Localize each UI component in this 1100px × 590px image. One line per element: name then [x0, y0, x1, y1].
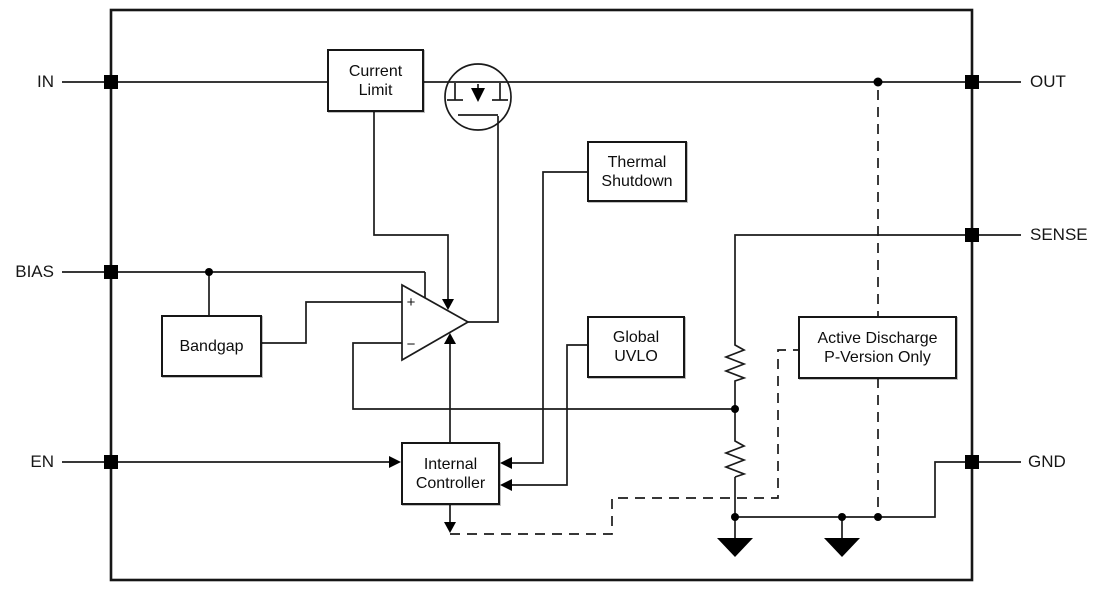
opamp-triangle — [401, 283, 470, 362]
pin-pad-en — [104, 455, 118, 469]
wire-feedback-to-amp-minus — [352, 342, 735, 410]
error-amplifier-icon: + − — [401, 283, 470, 362]
block-thermal-shutdown-line1: Thermal — [607, 153, 667, 171]
opamp-minus-label: − — [407, 336, 416, 353]
pin-pads — [104, 75, 979, 469]
arrow-uvlo-into-controller — [500, 479, 512, 491]
pin-label-gnd: GND — [1028, 452, 1066, 471]
pin-pad-bias — [104, 265, 118, 279]
arrowheads — [389, 299, 512, 533]
ground-triangle-icon-2 — [824, 538, 860, 557]
block-active-discharge: Active Discharge P-Version Only — [798, 316, 957, 379]
junction-dot-ground-2 — [838, 513, 846, 521]
pin-label-out: OUT — [1030, 72, 1066, 91]
pin-label-in: IN — [37, 72, 54, 91]
wire-sense-to-divider — [734, 234, 966, 342]
block-global-uvlo-line1: Global — [612, 329, 660, 346]
pin-pad-out — [965, 75, 979, 89]
resistor-top-icon — [723, 342, 747, 383]
pin-pad-sense — [965, 228, 979, 242]
arrow-currentlimit-into-amp — [442, 299, 454, 310]
dashed-wire-controller-to-discharge — [450, 349, 798, 535]
block-internal-controller-line2: Controller — [415, 474, 486, 492]
block-global-uvlo: Global UVLO — [587, 316, 685, 378]
pin-label-bias: BIAS — [15, 262, 54, 281]
opamp-plus-label: + — [407, 294, 416, 311]
junction-dot-bias — [205, 268, 213, 276]
pin-pad-gnd — [965, 455, 979, 469]
block-thermal-shutdown: Thermal Shutdown — [587, 141, 687, 202]
wire-uvlo-to-controller — [503, 344, 587, 486]
resistor-bottom-icon — [723, 438, 747, 478]
arrow-controller-into-amp — [444, 333, 456, 344]
ic-outline-rect — [109, 8, 974, 582]
dashed-wires — [450, 90, 879, 535]
junction-dot-out — [873, 77, 883, 87]
wire-thermal-to-controller — [503, 171, 587, 464]
wire-bandgap-to-amp-plus — [260, 301, 404, 344]
wire-currentlimit-to-amp — [373, 108, 449, 302]
transistor-circle — [444, 63, 512, 131]
block-thermal-shutdown-line2: Shutdown — [601, 172, 673, 190]
block-bandgap-line1: Bandgap — [179, 337, 244, 355]
ic-outline-box — [109, 8, 974, 582]
ground-triangle-icon-1 — [717, 538, 753, 557]
block-internal-controller: Internal Controller — [401, 442, 500, 505]
block-current-limit: Current Limit — [327, 49, 424, 112]
arrow-controller-down — [444, 522, 456, 533]
wires — [62, 81, 1021, 539]
junction-dot-ground-3 — [874, 513, 882, 521]
junction-dot-ground-1 — [731, 513, 739, 521]
block-internal-controller-line1: Internal — [423, 455, 478, 473]
arrow-en-into-controller — [389, 456, 401, 468]
block-active-discharge-line2: P-Version Only — [824, 348, 931, 366]
junction-dots — [205, 77, 883, 521]
wire-ground-rail-to-gnd-pin — [735, 461, 966, 518]
block-bandgap: Bandgap — [161, 315, 262, 377]
transistor-body-arrow — [471, 88, 485, 102]
arrow-thermal-into-controller — [500, 457, 512, 469]
ground-symbols — [717, 538, 860, 557]
block-global-uvlo-line2: UVLO — [614, 348, 658, 365]
junction-dot-feedback — [731, 405, 739, 413]
pin-label-sense: SENSE — [1030, 225, 1088, 244]
pin-pad-in — [104, 75, 118, 89]
wire-amp-output-to-gate — [468, 116, 499, 323]
block-current-limit-line1: Current — [348, 62, 403, 80]
pin-label-en: EN — [30, 452, 54, 471]
pmos-pass-transistor-icon — [444, 63, 512, 131]
block-current-limit-line2: Limit — [358, 81, 393, 99]
feedback-divider — [723, 342, 747, 478]
block-active-discharge-line1: Active Discharge — [817, 329, 938, 347]
